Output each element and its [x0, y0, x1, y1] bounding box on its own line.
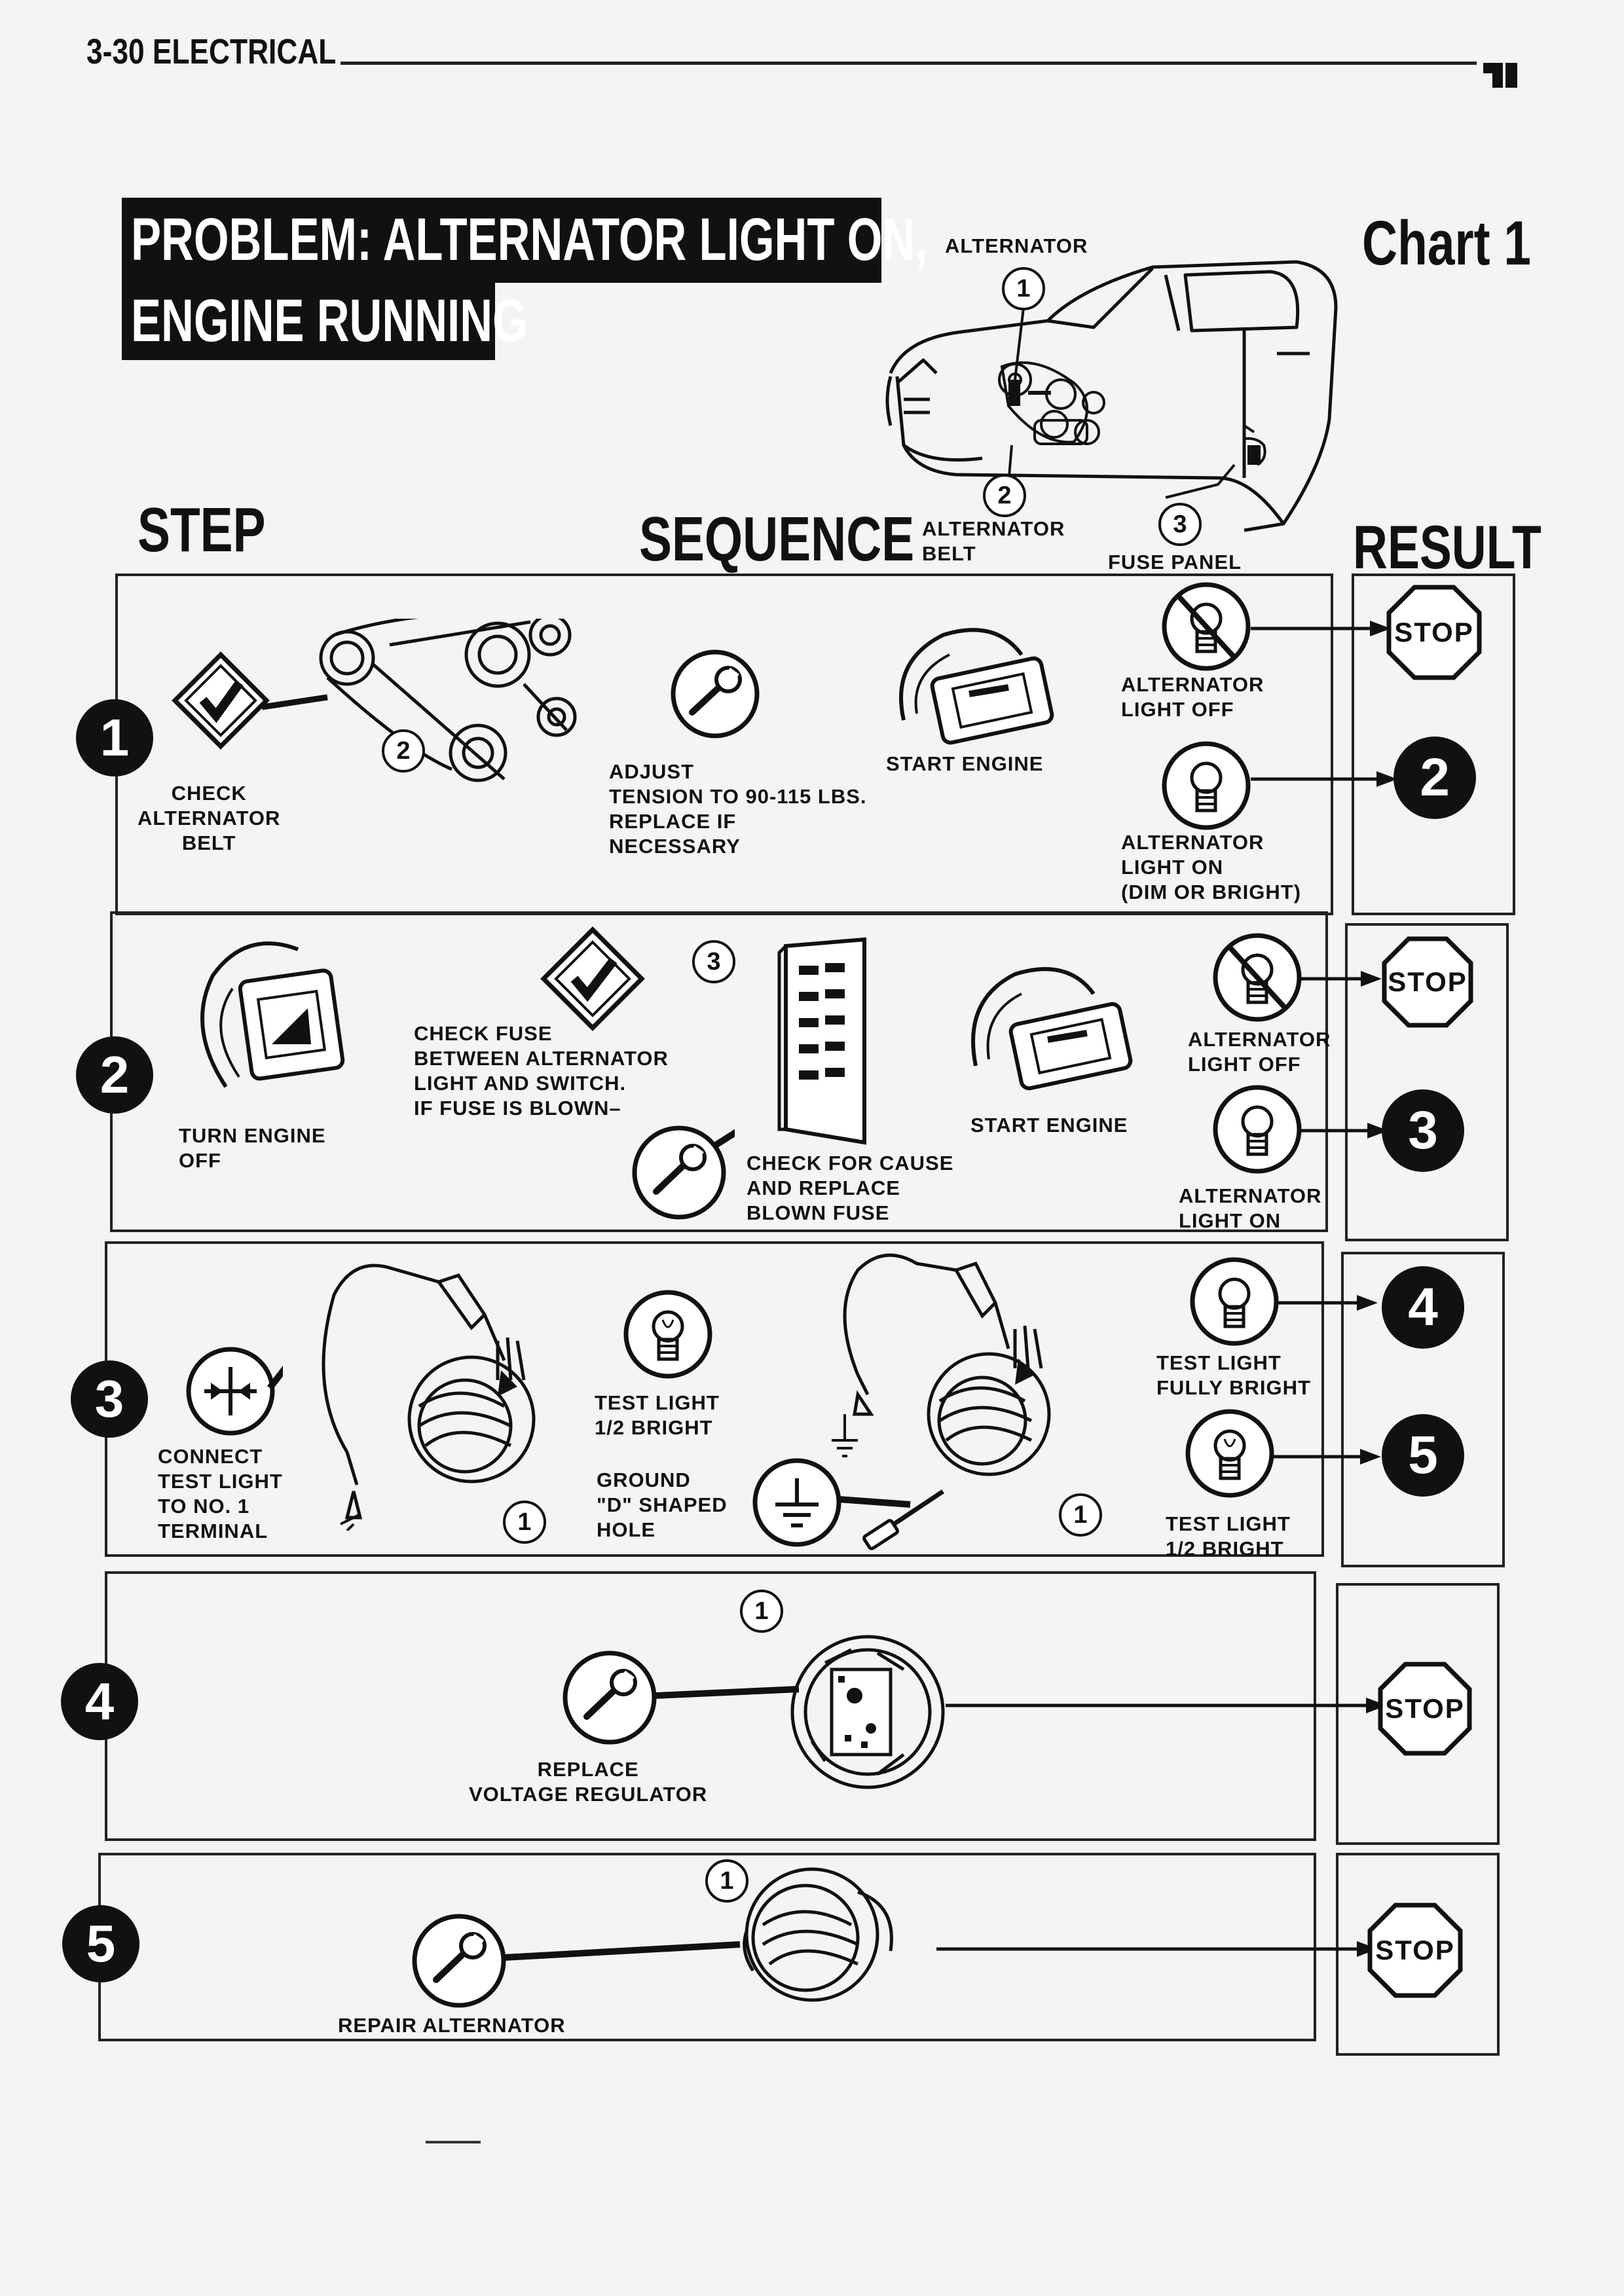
next-step-5: 5: [1382, 1414, 1464, 1497]
ignition-key-off-icon: [200, 941, 345, 1088]
problem-banner-2: [122, 282, 495, 360]
step2-result-off-label: ALTERNATOR LIGHT OFF: [1188, 1028, 1331, 1076]
arrow-to-stop-1: [1251, 621, 1391, 636]
stop-sign-5: STOP: [1367, 1903, 1463, 1998]
arrow-to-stop-4: [946, 1698, 1387, 1713]
stop-sign-2: STOP: [1382, 936, 1473, 1028]
bulb-on-icon-2: [1213, 1085, 1302, 1174]
step3-ground-label: GROUND "D" SHAPED HOLE: [597, 1468, 728, 1541]
car-label-alternator-belt: ALTERNATOR BELT: [922, 517, 1065, 565]
checkmark-diamond-icon: [172, 651, 270, 750]
bulb-half-icon: [1185, 1409, 1274, 1498]
next-step-3: 3: [1382, 1089, 1464, 1172]
step3-result-full-label: TEST LIGHT FULLY BRIGHT: [1156, 1351, 1311, 1399]
step2-replace-label: CHECK FOR CAUSE AND REPLACE BLOWN FUSE: [747, 1152, 954, 1224]
step-number-3: 3: [71, 1360, 148, 1438]
alternator-test-illustration-1: [322, 1264, 536, 1531]
checkmark-diamond-icon-2: [540, 926, 645, 1031]
step1-adjust-label: ADJUST TENSION TO 90-115 LBS. REPLACE IF…: [609, 760, 867, 858]
step2-check-label: CHECK FUSE BETWEEN ALTERNATOR LIGHT AND …: [414, 1022, 669, 1120]
car-callout-3: 3: [1158, 503, 1202, 546]
corner-mark-icon: [1483, 56, 1517, 88]
step3-connect-label: CONNECT TEST LIGHT TO NO. 1 TERMINAL: [158, 1445, 283, 1542]
wrench-icon-2: [632, 1125, 735, 1220]
wrench-icon-4: [563, 1650, 657, 1745]
next-step-4: 4: [1382, 1266, 1464, 1349]
arrow-to-step-3: [1301, 1123, 1388, 1139]
belt-callout: 2: [382, 729, 425, 773]
test-light-half-icon: [623, 1290, 712, 1379]
bulb-on-icon: [1162, 741, 1251, 830]
regulator-callout: 1: [740, 1590, 783, 1633]
step2-result-on-label: ALTERNATOR LIGHT ON: [1179, 1184, 1322, 1232]
wrench-icon: [671, 649, 760, 738]
result-cell-3: [1341, 1252, 1505, 1567]
step3-result-half-label: TEST LIGHT 1/2 BRIGHT: [1166, 1512, 1291, 1560]
terminal-callout-1: 1: [503, 1501, 546, 1544]
step4-action-label: REPLACE VOLTAGE REGULATOR: [469, 1758, 708, 1806]
arrow-to-step-2: [1251, 771, 1397, 787]
voltage-regulator-illustration: [655, 1635, 945, 1789]
step-number-2: 2: [76, 1036, 153, 1114]
car-callout-1: 1: [1002, 267, 1045, 310]
stop-sign-2-text: STOP: [1388, 966, 1467, 997]
car-callout-2: 2: [983, 474, 1026, 517]
section-header: 3-30 ELECTRICAL: [86, 32, 337, 71]
result-cell-1: [1352, 574, 1515, 915]
step-number-5: 5: [62, 1905, 139, 1982]
screwdriver-illustration: [838, 1489, 944, 1550]
result-cell-4: [1336, 1583, 1500, 1845]
problem-title-line1: PROBLEM: ALTERNATOR LIGHT ON,: [131, 206, 928, 273]
step1-start-label: START ENGINE: [886, 752, 1044, 775]
column-result: RESULT: [1353, 513, 1541, 581]
alternator-callout: 1: [705, 1859, 748, 1903]
step-number-1: 1: [76, 699, 153, 776]
step3-test-half-label: TEST LIGHT 1/2 BRIGHT: [595, 1391, 720, 1439]
alternator-test-illustration-2: [832, 1253, 1051, 1476]
terminal-callout-2: 1: [1059, 1493, 1102, 1537]
step5-action-label: REPAIR ALTERNATOR: [338, 2014, 566, 2037]
arrow-to-stop-5: [936, 1941, 1378, 1957]
chart-title: Chart 1: [1362, 208, 1531, 278]
alternator-repair-illustration: [504, 1867, 893, 2002]
header-rule: [341, 62, 1477, 65]
arrow-to-step-5: [1274, 1449, 1381, 1465]
ignition-key-icon: [899, 628, 1054, 745]
step2-turn-off-label: TURN ENGINE OFF: [179, 1124, 326, 1172]
step-number-4: 4: [61, 1663, 138, 1740]
car-label-fuse-panel: FUSE PANEL: [1108, 551, 1242, 574]
step2-start-label: START ENGINE: [970, 1114, 1128, 1137]
column-step: STEP: [138, 495, 266, 565]
car-label-alternator: ALTERNATOR: [945, 234, 1088, 257]
wrench-icon-5: [412, 1914, 506, 2008]
next-step-2: 2: [1393, 737, 1476, 819]
bulb-off-icon-2: [1213, 933, 1302, 1022]
belt-pulleys-illustration: [262, 619, 577, 782]
arrow-to-step-4: [1277, 1295, 1378, 1311]
stop-sign-4-text: STOP: [1385, 1693, 1465, 1724]
stop-sign-4: STOP: [1378, 1662, 1472, 1756]
result-cell-2: [1345, 923, 1509, 1241]
problem-title-line2: ENGINE RUNNING: [131, 287, 528, 354]
fuse-callout: 3: [692, 940, 735, 983]
bulb-full-icon: [1190, 1257, 1279, 1346]
footer-rule: [426, 2141, 481, 2143]
stop-sign-5-text: STOP: [1375, 1935, 1455, 1965]
test-light-probe-icon: [186, 1347, 283, 1436]
ignition-key-icon-2: [971, 967, 1133, 1091]
step1-result-on-label: ALTERNATOR LIGHT ON (DIM OR BRIGHT): [1121, 831, 1302, 903]
arrow-to-stop-2: [1301, 971, 1382, 987]
step1-result-off-label: ALTERNATOR LIGHT OFF: [1121, 673, 1264, 721]
result-cell-5: [1336, 1853, 1500, 2056]
car-illustration: [885, 260, 1338, 532]
stop-sign-1: STOP: [1386, 585, 1482, 680]
stop-sign-1-text: STOP: [1394, 617, 1474, 647]
bulb-off-icon: [1162, 582, 1251, 671]
fuse-panel-illustration: [777, 937, 866, 1145]
step1-check-label: CHECK ALTERNATOR BELT: [138, 782, 281, 854]
problem-banner: [122, 198, 881, 283]
column-sequence: SEQUENCE: [639, 504, 915, 574]
